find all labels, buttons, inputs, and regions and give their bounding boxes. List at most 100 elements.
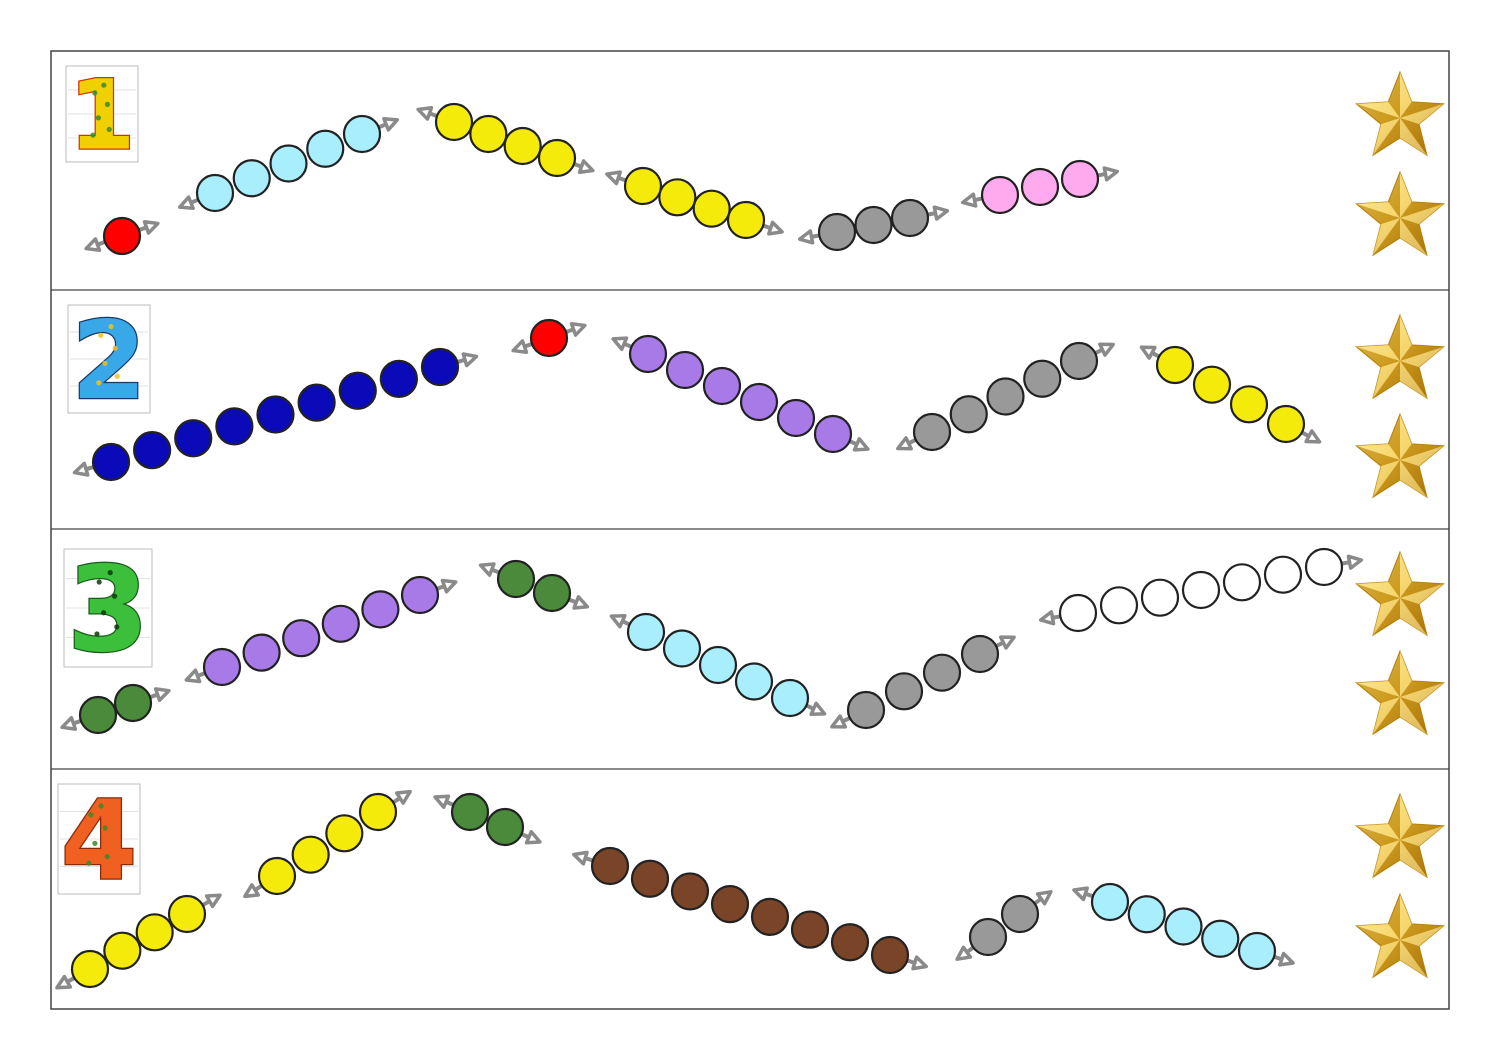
number-card: 1: [65, 58, 139, 173]
bead-chain: [955, 890, 1053, 961]
gold-star-icon: [1354, 412, 1446, 499]
bead: [884, 672, 924, 711]
bead: [949, 395, 988, 434]
bead: [400, 575, 440, 615]
number-card: 2: [67, 298, 151, 425]
bead-chain: [609, 612, 827, 718]
bead: [776, 398, 816, 438]
bead-chain: [1038, 547, 1364, 633]
bead: [1099, 586, 1139, 625]
bead-chain: [416, 102, 595, 178]
bead-chain: [243, 789, 412, 899]
bead: [361, 590, 400, 629]
bead: [960, 634, 1000, 674]
bead: [537, 138, 577, 178]
bead: [297, 383, 336, 422]
bead-chain: [605, 166, 784, 240]
bead: [1059, 341, 1099, 381]
bead: [91, 442, 131, 482]
bead: [485, 807, 525, 847]
number-label: 3: [67, 540, 149, 678]
bead-chain: [478, 559, 590, 613]
bead-chain: [960, 159, 1120, 215]
bead: [854, 205, 893, 245]
gold-star-icon: [1354, 550, 1446, 637]
bead: [1263, 555, 1303, 594]
bead: [469, 114, 508, 154]
bead: [113, 683, 153, 723]
gold-star-icon: [1354, 313, 1446, 400]
bead: [670, 872, 710, 911]
bead: [174, 419, 213, 458]
bead: [103, 931, 142, 970]
bead: [1023, 359, 1062, 398]
bead: [242, 633, 281, 672]
bead: [269, 144, 308, 183]
bead: [750, 897, 790, 936]
bead-chain: [511, 318, 587, 358]
bead-chain: [84, 216, 160, 256]
bead-chain: [797, 198, 950, 252]
bead: [215, 407, 254, 446]
number-label: 1: [69, 60, 136, 172]
bead: [739, 382, 779, 422]
bead: [78, 695, 118, 735]
bead: [980, 175, 1020, 215]
bead: [870, 935, 910, 975]
bead: [702, 366, 742, 406]
bead: [434, 102, 474, 142]
bead-chain: [55, 893, 222, 990]
bead: [1229, 385, 1269, 424]
bead: [450, 792, 490, 832]
gold-star-icon: [1354, 170, 1446, 257]
bead: [1304, 547, 1344, 587]
bead-chain: [433, 792, 542, 847]
bead: [1140, 578, 1180, 617]
bead: [133, 431, 172, 470]
bead: [202, 647, 242, 687]
bead: [529, 318, 569, 358]
number-label: 4: [61, 777, 138, 905]
bead: [1181, 570, 1221, 610]
bead: [968, 917, 1008, 957]
bead: [1060, 159, 1100, 199]
bead: [830, 923, 870, 962]
bead: [912, 412, 952, 452]
bead: [1266, 404, 1306, 444]
bead: [257, 856, 297, 896]
bead: [1192, 365, 1232, 404]
bead: [325, 814, 364, 853]
bead: [496, 559, 536, 599]
bead-chain: [896, 341, 1115, 452]
bead-chain: [184, 575, 458, 687]
gold-star-icon: [1354, 892, 1446, 979]
bead: [1164, 907, 1203, 946]
number-label: 2: [71, 299, 146, 424]
bead: [726, 200, 766, 240]
bead: [813, 414, 853, 454]
bead: [1222, 563, 1262, 602]
bead: [503, 126, 542, 166]
bead: [321, 604, 360, 643]
bead: [590, 846, 630, 886]
bead: [1201, 919, 1240, 958]
bead: [338, 371, 377, 410]
bead: [195, 173, 235, 213]
bead: [665, 350, 705, 390]
bead: [1090, 882, 1130, 922]
bead-chain: [572, 846, 928, 975]
bead: [623, 166, 663, 206]
bead-chain: [177, 114, 400, 213]
bead: [256, 395, 295, 434]
bead: [282, 619, 321, 658]
bead-chain: [1139, 345, 1322, 444]
bead: [922, 653, 962, 692]
bead: [628, 334, 668, 374]
bead: [1127, 895, 1166, 934]
bead: [698, 645, 738, 685]
bead: [358, 792, 398, 832]
bead: [532, 573, 572, 613]
bead: [420, 347, 460, 387]
bead: [630, 859, 670, 898]
